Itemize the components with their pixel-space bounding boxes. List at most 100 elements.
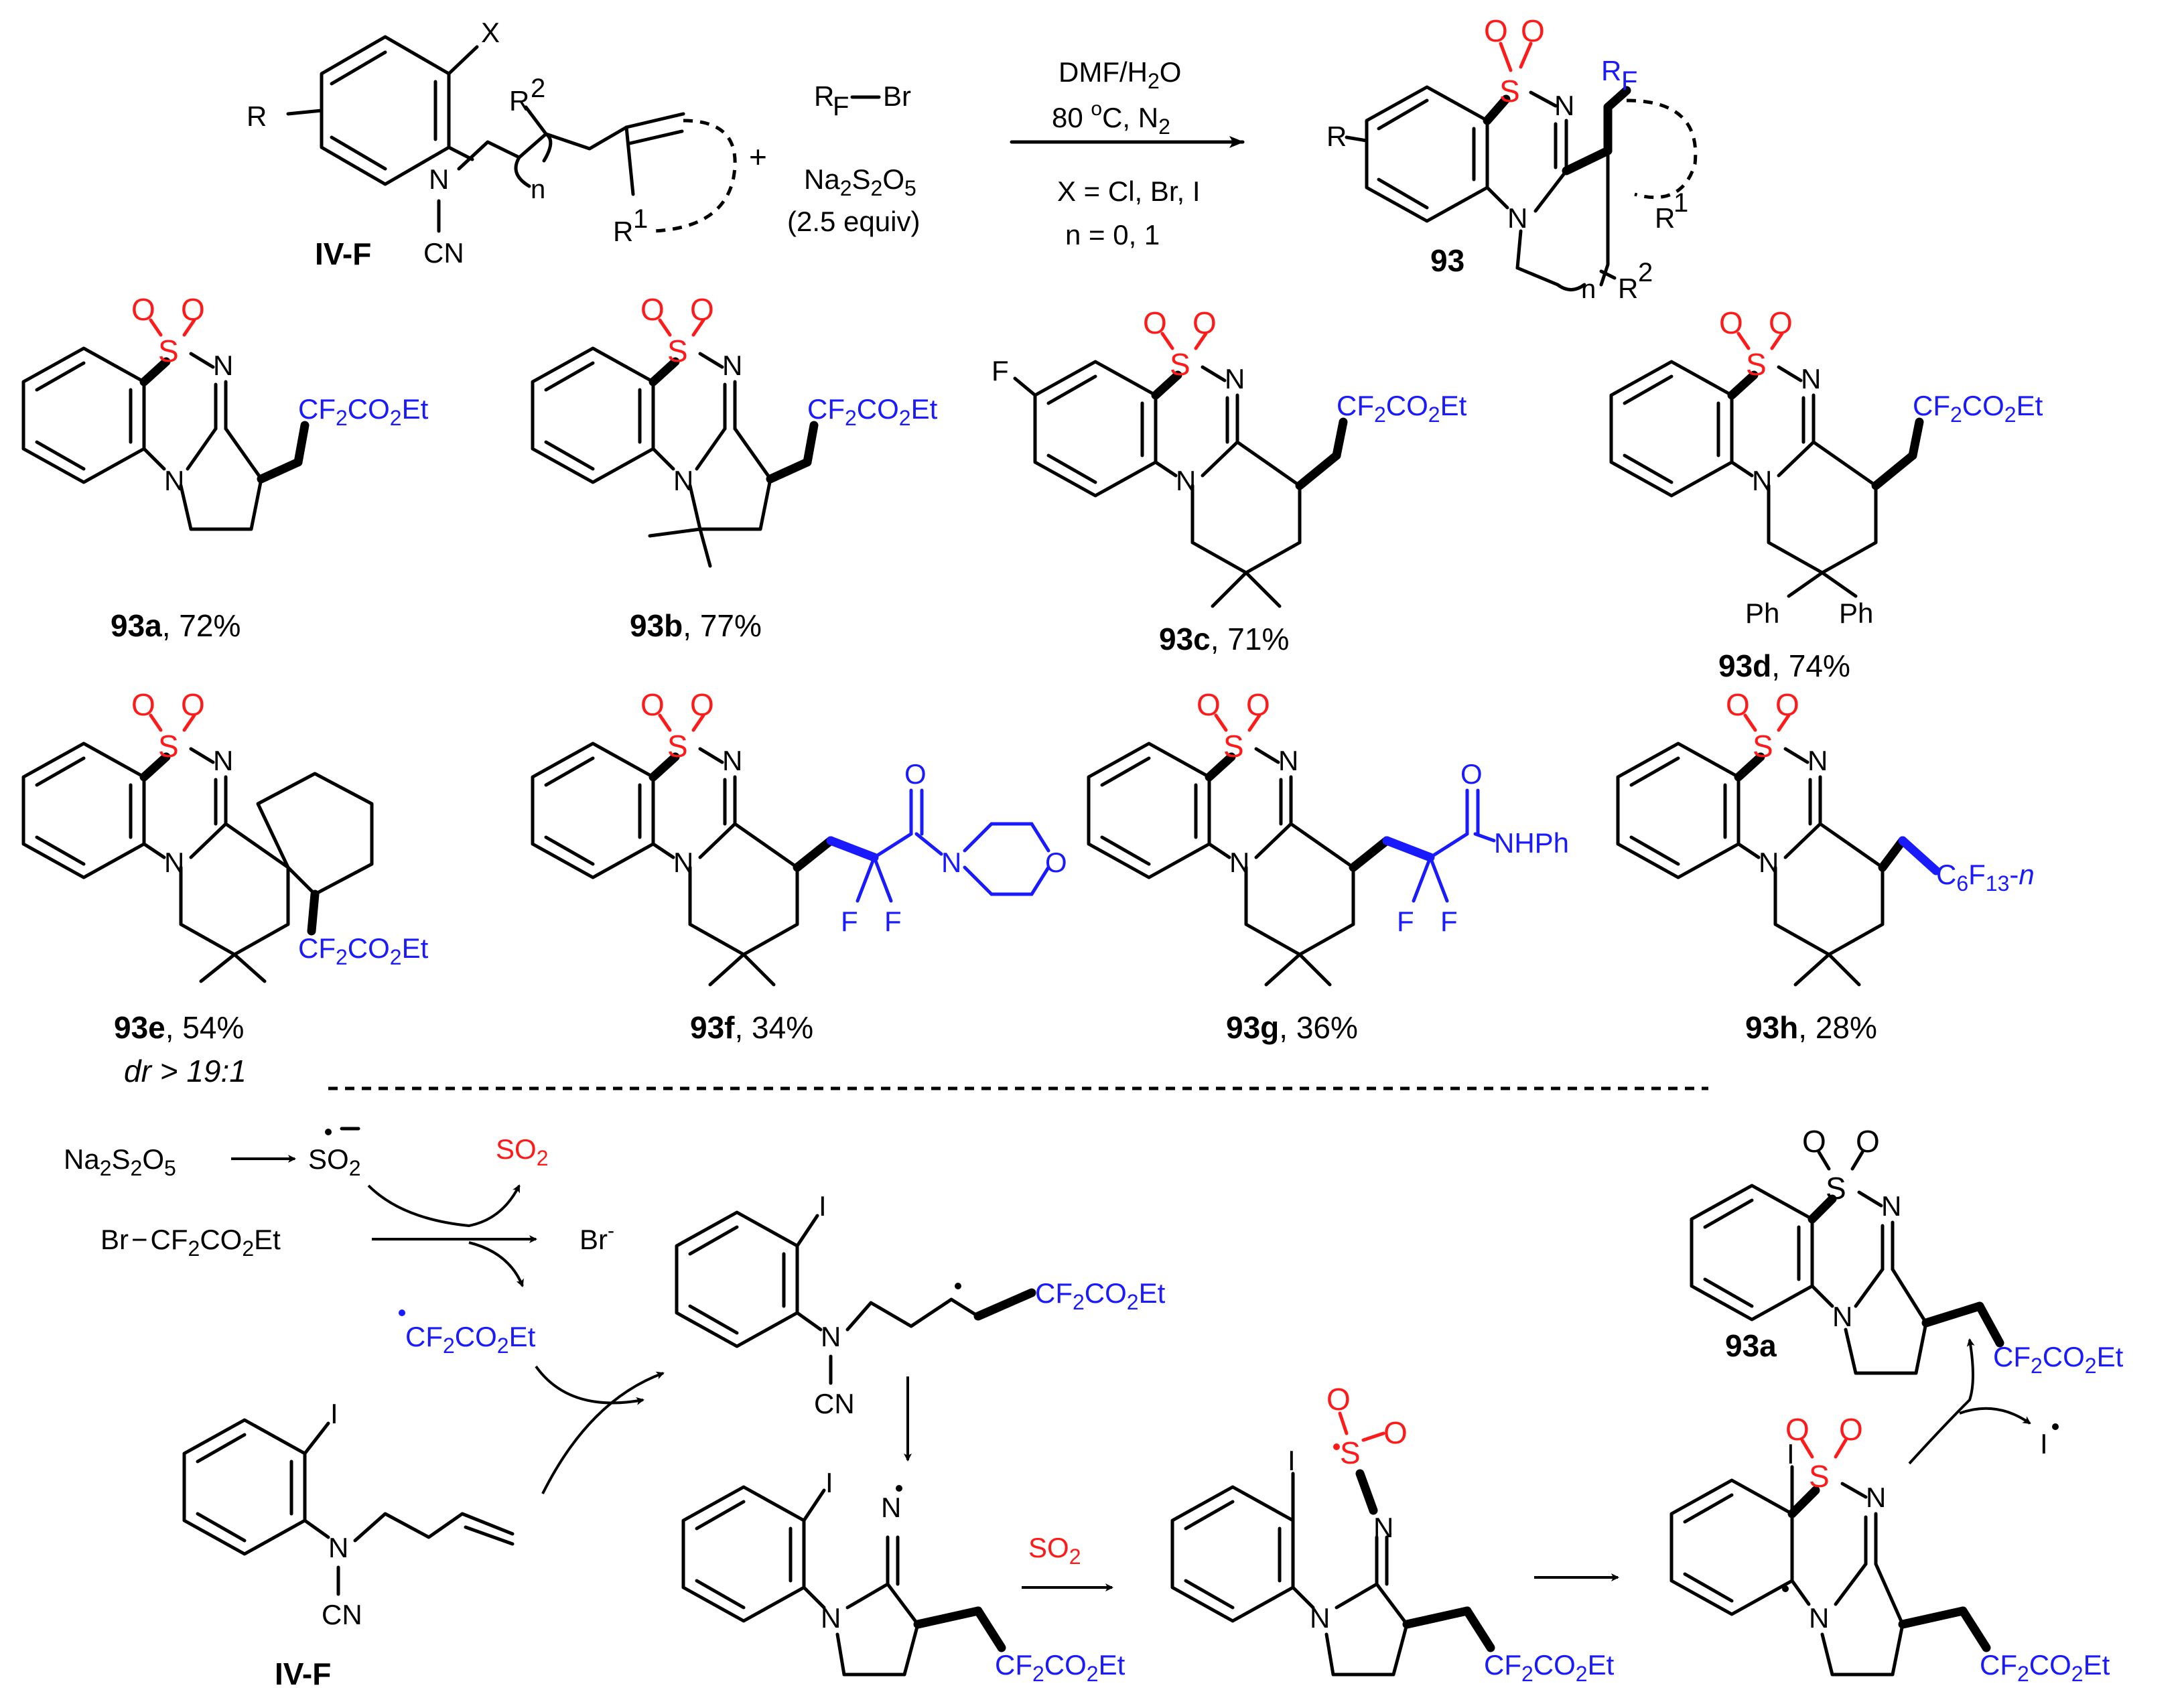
svg-text:93g, 36%: 93g, 36%: [1226, 1010, 1358, 1045]
svg-text:F: F: [884, 906, 902, 937]
example-93h: S O O N N C6F13-n 93h, 28%: [1616, 687, 2035, 1045]
svg-text:80 oC, N2: 80 oC, N2: [1052, 98, 1170, 139]
svg-text:N: N: [213, 350, 233, 381]
svg-text:O: O: [1719, 305, 1743, 340]
plus-sign: +: [749, 139, 767, 174]
svg-text:CF2CO2Et: CF2CO2Et: [1913, 390, 2043, 427]
svg-text:n: n: [531, 175, 545, 204]
svg-text:R: R: [1618, 273, 1638, 304]
svg-text:93a, 72%: 93a, 72%: [111, 608, 241, 643]
bromide-reagent: Br−CF2CO2Et: [100, 1224, 281, 1261]
so2-radical: SO2: [308, 1143, 360, 1180]
svg-text:S: S: [1753, 729, 1773, 764]
cf2co2et-radical: CF2CO2Et: [405, 1321, 536, 1358]
reagent-equiv: (2.5 equiv): [787, 206, 920, 237]
svg-text:R: R: [1326, 121, 1347, 152]
reagent-salt: Na2S2O5: [804, 163, 916, 200]
svg-text:O: O: [690, 292, 714, 327]
svg-text:93f, 34%: 93f, 34%: [690, 1010, 813, 1045]
example-93c: F S O O N N CF2CO2Et 93c, 71%: [992, 305, 1467, 656]
conditions: DMF/H2O 80 oC, N2 X = Cl, Br, I n = 0, 1: [1052, 56, 1201, 251]
svg-text:N: N: [881, 1492, 901, 1523]
svg-text:N: N: [1310, 1602, 1330, 1634]
example-93d: S O O N N Ph Ph CF2CO2Et 93d, 74%: [1609, 305, 2043, 683]
svg-text:S: S: [1826, 1171, 1846, 1206]
product-93-label: 93: [1430, 243, 1464, 278]
svg-text:O: O: [1326, 1382, 1351, 1417]
svg-text:S: S: [667, 729, 688, 764]
svg-text:93a: 93a: [1725, 1328, 1777, 1363]
svg-text:Br: Br: [883, 80, 911, 112]
svg-text:CF2CO2Et: CF2CO2Et: [298, 393, 429, 430]
svg-text:93b, 77%: 93b, 77%: [630, 608, 762, 643]
svg-text:I: I: [330, 1398, 338, 1429]
svg-text:S: S: [1809, 1459, 1830, 1494]
svg-text:N: N: [1225, 363, 1245, 395]
dr-note: dr > 19:1: [124, 1054, 247, 1088]
x-label: X: [481, 17, 500, 48]
conditions-x: X = Cl, Br, I: [1057, 175, 1201, 207]
svg-text:n: n: [1581, 275, 1596, 304]
svg-text:CF2CO2Et: CF2CO2Et: [1993, 1341, 2124, 1378]
svg-text:1: 1: [1674, 188, 1688, 218]
svg-text:N: N: [1507, 202, 1527, 234]
svg-text:R: R: [1655, 202, 1675, 234]
example-93e: S O O N N CF2CO2Et 93e, 54% dr > 19:1: [21, 687, 429, 1088]
svg-text:O: O: [181, 687, 205, 722]
svg-text:F: F: [1440, 906, 1458, 937]
svg-text:CF2CO2Et: CF2CO2Et: [995, 1649, 1125, 1686]
svg-text:N: N: [941, 847, 961, 878]
svg-text:O: O: [1775, 687, 1799, 722]
svg-text:F: F: [1621, 66, 1637, 96]
iodine-radical: I: [2040, 1428, 2048, 1460]
svg-text:O: O: [131, 687, 155, 722]
svg-text:N: N: [1373, 1512, 1393, 1543]
svg-text:N: N: [821, 1321, 841, 1352]
mechanism: Na2S2O5 SO2 SO2 Br−CF2CO2Et Br- CF2CO2Et…: [64, 1124, 2124, 1691]
svg-text:O: O: [1802, 1124, 1826, 1159]
svg-text:O: O: [1839, 1412, 1863, 1447]
svg-text:N: N: [1554, 90, 1574, 121]
svg-text:N: N: [722, 745, 742, 776]
svg-text:N: N: [213, 745, 233, 776]
svg-text:Ph: Ph: [1839, 597, 1873, 629]
svg-text:R: R: [613, 216, 633, 247]
svg-text:93h, 28%: 93h, 28%: [1745, 1010, 1877, 1045]
svg-text:CN: CN: [322, 1599, 362, 1630]
svg-text:93c, 71%: 93c, 71%: [1159, 622, 1289, 656]
svg-text:R: R: [814, 80, 834, 112]
svg-text:O: O: [640, 292, 665, 327]
svg-text:I: I: [1288, 1445, 1296, 1476]
general-reaction: X R N CN n R 2 R 1 IV-F + R: [247, 13, 1698, 304]
svg-text:93e, 54%: 93e, 54%: [114, 1010, 244, 1045]
iminyl-radical: I N N CF2CO2Et: [681, 1467, 1125, 1686]
svg-text:O: O: [690, 687, 714, 722]
svg-text:IV-F: IV-F: [275, 1656, 331, 1691]
so2-product: SO2: [496, 1133, 548, 1170]
svg-text:S: S: [1223, 729, 1244, 764]
conditions-n: n = 0, 1: [1065, 219, 1160, 251]
svg-text:N: N: [1807, 745, 1828, 776]
substrate-iv-f: I N CN IV-F: [182, 1398, 515, 1691]
svg-text:O: O: [1045, 847, 1067, 878]
svg-text:O: O: [1197, 687, 1221, 722]
svg-text:O: O: [1246, 687, 1270, 722]
svg-text:S: S: [158, 729, 179, 764]
svg-text:O: O: [904, 758, 927, 790]
svg-text:S: S: [1746, 347, 1767, 382]
product-93a-mechanism: S O O N N CF2CO2Et 93a: [1690, 1124, 2124, 1378]
svg-text:O: O: [1460, 758, 1483, 790]
svg-text:N: N: [328, 1532, 348, 1563]
reagents: R F Br Na2S2O5 (2.5 equiv): [787, 80, 920, 237]
bromide-ion: Br-: [579, 1220, 614, 1255]
svg-text:2: 2: [531, 74, 545, 103]
svg-text:F: F: [992, 355, 1009, 386]
iv-f-label: IV-F: [315, 236, 371, 271]
example-93b: S O O N N CF2CO2Et 93b, 77%: [531, 292, 938, 643]
svg-text:N: N: [1801, 363, 1821, 395]
svg-text:DMF/H2O: DMF/H2O: [1059, 56, 1181, 93]
svg-text:O: O: [181, 292, 205, 327]
svg-text:O: O: [1726, 687, 1750, 722]
svg-text:O: O: [1484, 13, 1508, 48]
svg-text:CF2CO2Et: CF2CO2Et: [1484, 1649, 1615, 1686]
